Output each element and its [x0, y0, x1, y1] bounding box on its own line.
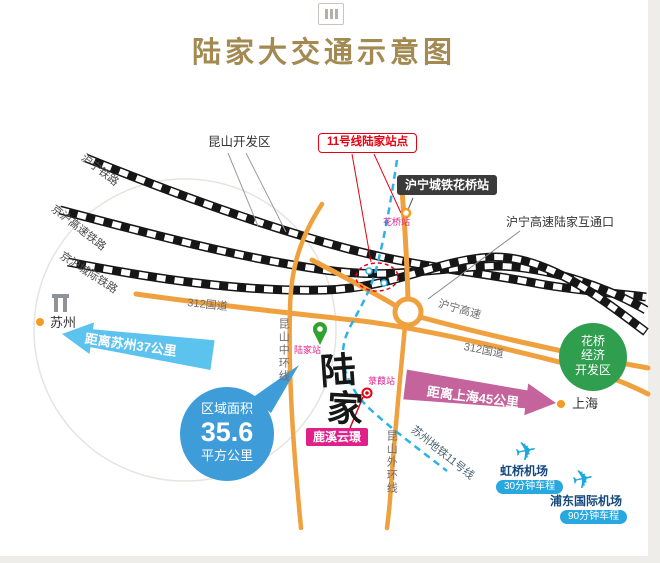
- area-label: 区域面积: [200, 401, 253, 416]
- area-bubble: [180, 387, 274, 481]
- leader-line11-2: [373, 153, 402, 214]
- road-label-outer-ring: 昆山外环线: [385, 430, 398, 495]
- huaqiao-zone-circle: [559, 323, 627, 391]
- region-circle: [33, 178, 337, 482]
- area-value: 35.6: [200, 416, 254, 447]
- road-expressway-north: [399, 187, 411, 302]
- brand-logo: [318, 3, 344, 25]
- leader-lines: [227, 152, 521, 429]
- suzhou-building-icon: [52, 294, 69, 312]
- city-label-shanghai: 上海: [572, 396, 599, 411]
- road-middle-ring: [287, 201, 325, 531]
- project-name-badge: 鹿溪云璟: [306, 428, 369, 447]
- metro-station-lujia-label: 陆家站: [294, 345, 322, 355]
- project-location-dot: [361, 387, 373, 399]
- area-callout: 区域面积 35.6 平方公里: [180, 401, 274, 463]
- metro-station-huaqiao-label: 花桥站: [383, 217, 411, 227]
- cityrail-huaqiao-dot: [400, 207, 412, 219]
- huaqiao-zone-line1: 花桥: [580, 334, 605, 348]
- shanghai-dot: [557, 400, 565, 408]
- huaqiao-zone-line2: 经济: [580, 348, 605, 363]
- page-title: 陆家大交通示意图: [191, 37, 456, 69]
- page-edge-bottom: [0, 556, 660, 563]
- area-bubble-tail: [252, 365, 299, 413]
- leader-project: [349, 396, 364, 429]
- page-edge-right: [648, 0, 660, 563]
- callout-kunshan-dev-zone: 昆山开发区: [208, 135, 271, 149]
- city-label-suzhou: 苏州: [50, 315, 77, 330]
- callout-line11-lujia: 11号线陆家站点: [318, 133, 418, 153]
- airport-hongqiao-drive-badge: 30分钟车程: [496, 480, 564, 494]
- railway-jinghu-intercity: [67, 252, 649, 336]
- metro-line-11: [341, 159, 448, 472]
- callout-huaqiao-station: 沪宁城铁花桥站: [397, 175, 498, 196]
- callout-lujia-interchange: 沪宁高速陆家互通口: [506, 215, 615, 229]
- leader-interchange: [427, 230, 521, 300]
- huaqiao-zone-line3: 开发区: [574, 362, 611, 377]
- metro-station-dot-2: [380, 279, 388, 287]
- interchange-roundabout: [392, 296, 424, 328]
- metro-station-dot-1: [365, 267, 373, 275]
- leader-kunshan-2: [245, 152, 287, 233]
- leader-kunshan-1: [227, 152, 259, 227]
- airport-hongqiao-label: 虹桥机场: [500, 464, 549, 478]
- arrow-to-suzhou: [62, 322, 215, 371]
- airport-pudong-label: 浦东国际机场: [550, 494, 623, 508]
- suzhou-dot: [36, 318, 44, 326]
- huaqiao-zone-label: 花桥 经济 开发区: [559, 334, 627, 377]
- area-unit: 平方公里: [200, 447, 253, 463]
- arrow-to-shanghai: [403, 369, 556, 416]
- metro-station-lvjia-label: 菉葭站: [368, 376, 396, 386]
- road-outer-ring: [384, 323, 408, 531]
- road-label-middle-ring: 昆山中环线: [277, 318, 290, 383]
- leader-line11-1: [351, 153, 372, 263]
- lujia-char-2: 家: [325, 387, 365, 431]
- lujia-pin-icon: [313, 322, 327, 345]
- lujia-stations-ellipse: [355, 262, 399, 292]
- airport-pudong-drive-badge: 90分钟车程: [560, 510, 628, 524]
